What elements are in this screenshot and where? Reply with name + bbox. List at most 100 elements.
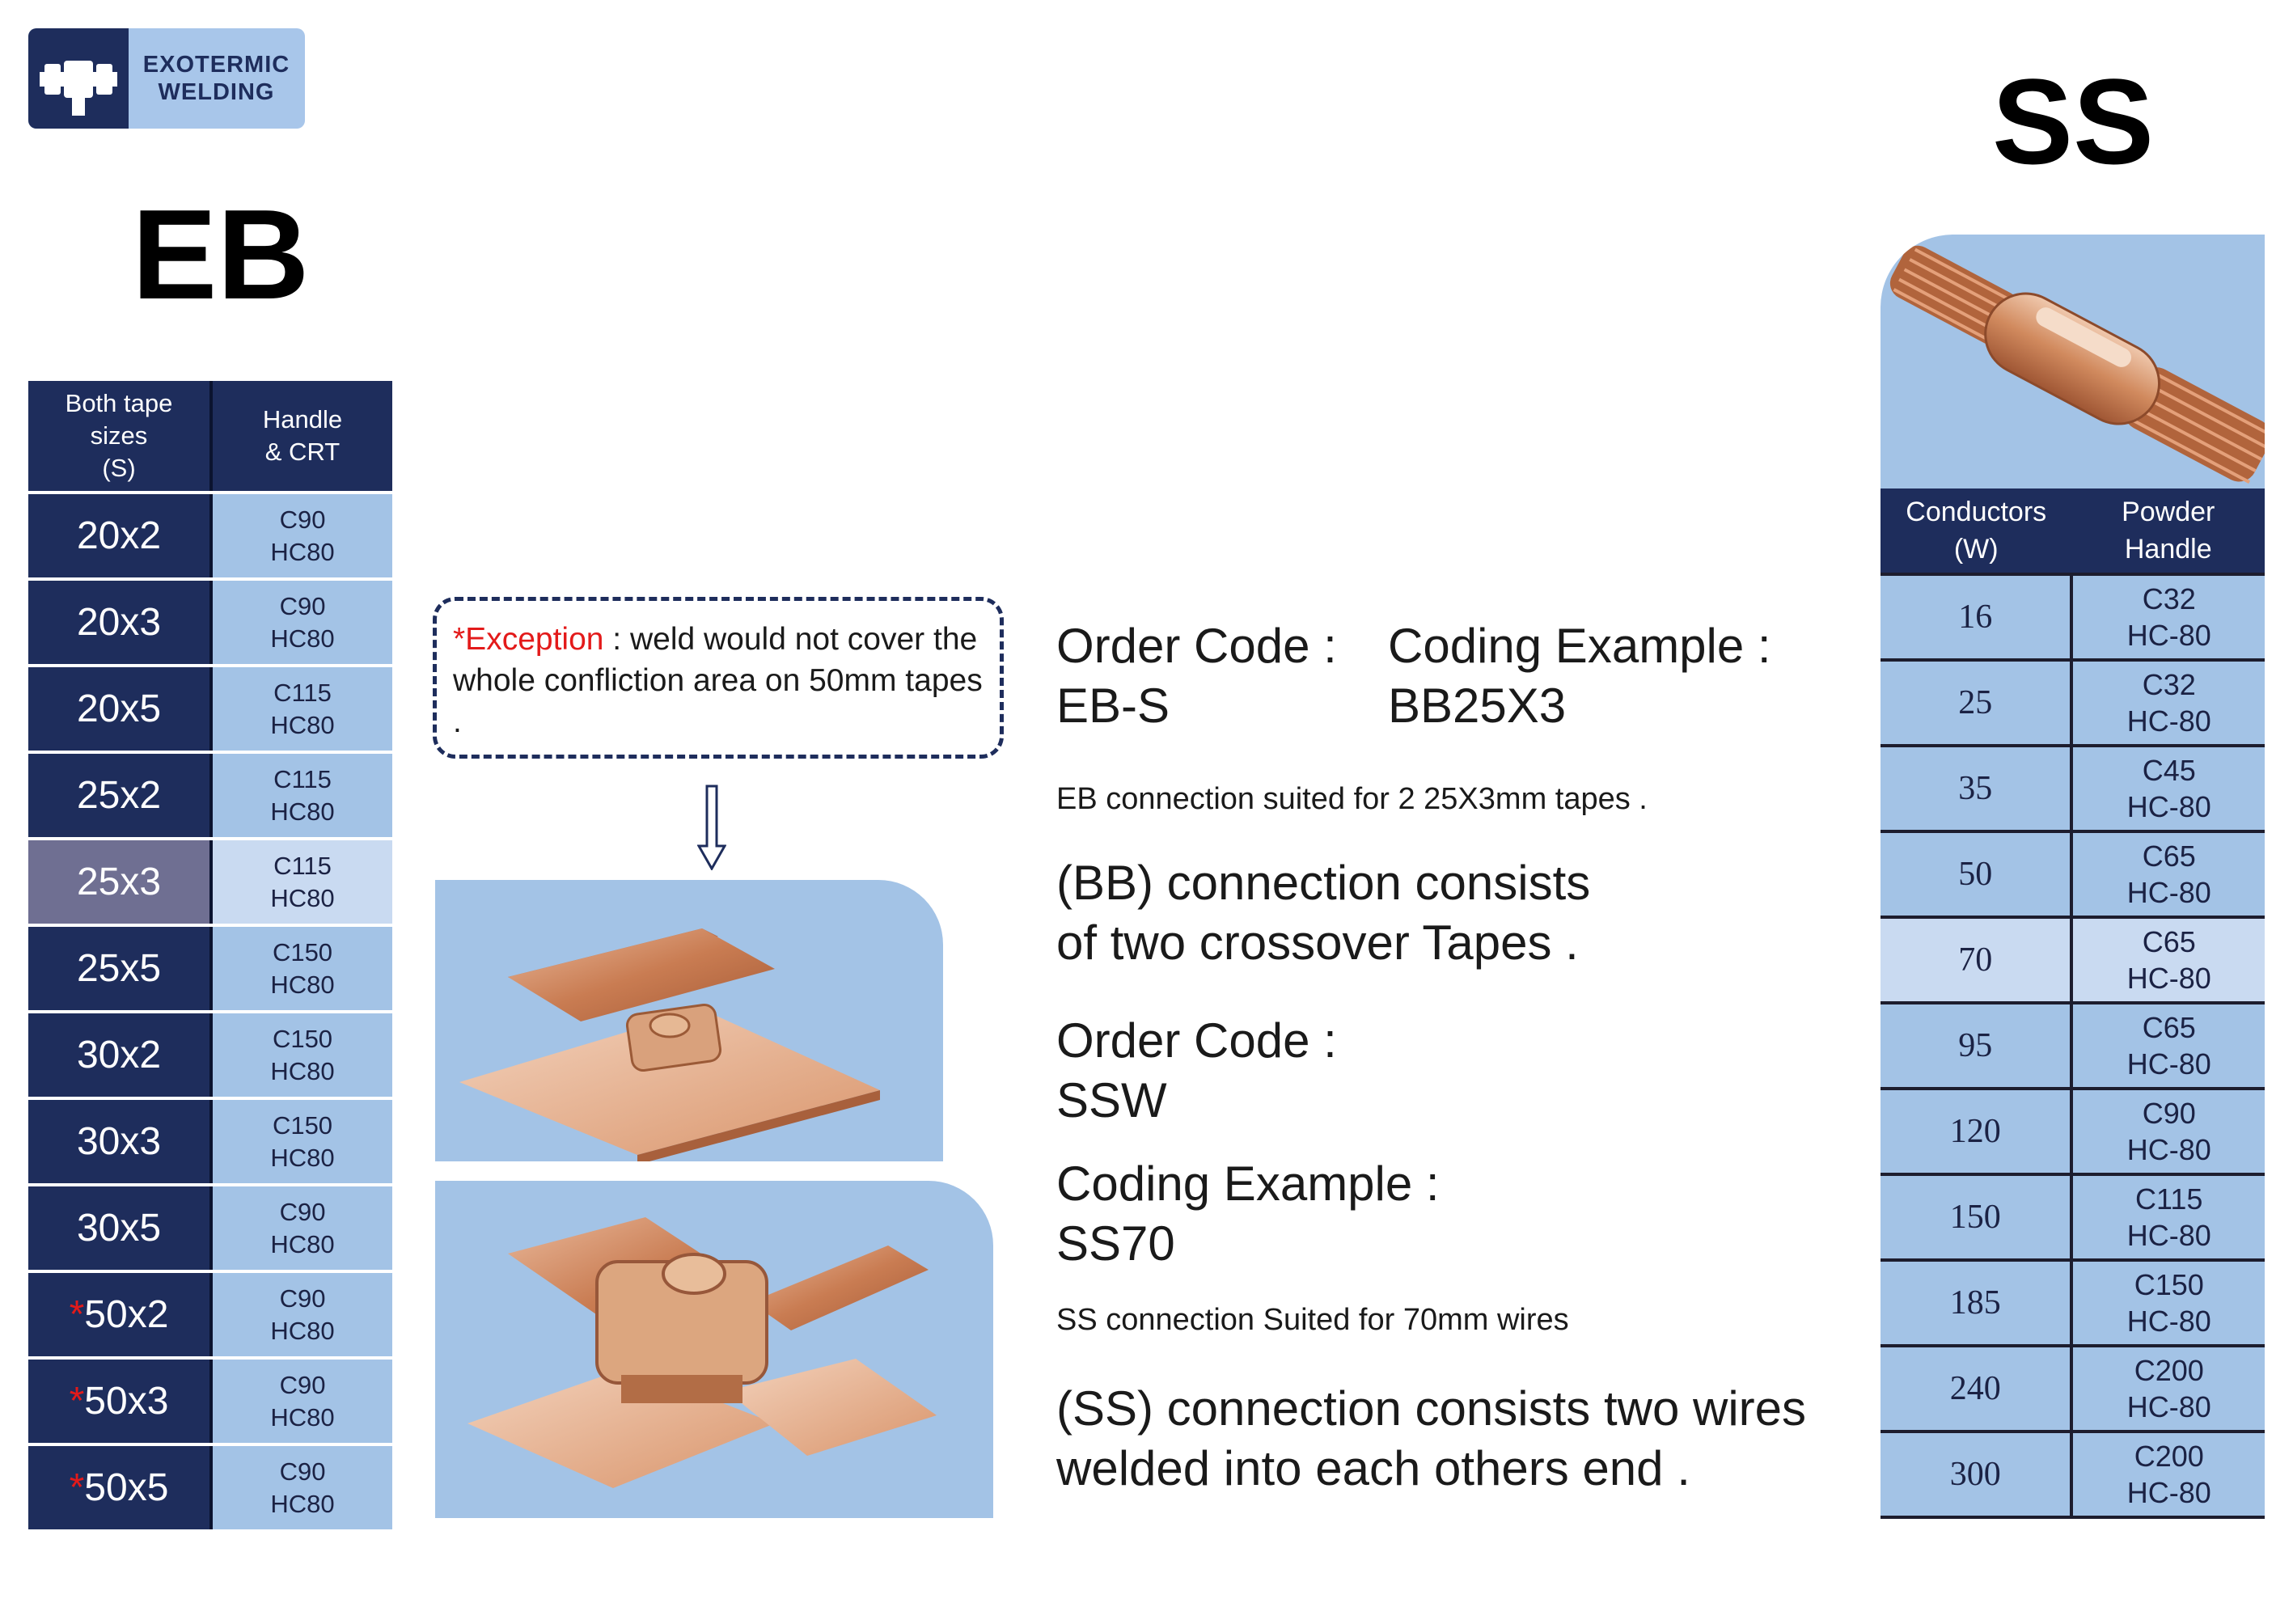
crt-code: C90 bbox=[279, 591, 326, 620]
eb-header-handle: Handle & CRT bbox=[211, 381, 392, 494]
crt-code: C90 bbox=[279, 1370, 326, 1399]
handle-code: HC-80 bbox=[2126, 1476, 2211, 1509]
crt-code: C150 bbox=[272, 937, 333, 966]
powder-code: C150 bbox=[2134, 1268, 2204, 1301]
powder-code: C65 bbox=[2142, 839, 2196, 873]
crossover-tapes-illustration bbox=[467, 1217, 937, 1488]
handle-code: HC-80 bbox=[2126, 790, 2211, 823]
conductor-size: 70 bbox=[1881, 917, 2074, 1004]
eb-note: EB connection suited for 2 25X3mm tapes … bbox=[1056, 782, 1648, 816]
conductor-size: 16 bbox=[1881, 574, 2074, 662]
tape-size-cell: 30x5 bbox=[28, 1185, 213, 1273]
ss-title: SS bbox=[1992, 53, 2155, 189]
tape-size: 30x5 bbox=[76, 1207, 162, 1250]
logo-line-1: EXOTERMIC bbox=[142, 52, 290, 78]
ss-table-header: Conductors (W) Powder Handle bbox=[1881, 488, 2265, 576]
ss-desc-2: welded into each others end . bbox=[1056, 1441, 1690, 1495]
tape-size-cell: 30x2 bbox=[28, 1012, 213, 1100]
bb-desc-1: (BB) connection consists bbox=[1056, 856, 1591, 910]
handle-code: HC-80 bbox=[2126, 619, 2211, 652]
tape-size-cell: 25x3 bbox=[28, 839, 213, 927]
handle-code: HC80 bbox=[270, 624, 335, 653]
exception-star-icon: * bbox=[69, 1293, 85, 1336]
eb-example-label: Coding Example : bbox=[1388, 619, 1771, 673]
tape-size-cell: 20x3 bbox=[28, 579, 213, 667]
tape-size-cell: 30x3 bbox=[28, 1098, 213, 1186]
eb-example-value: BB25X3 bbox=[1388, 679, 1567, 733]
handle-code: HC80 bbox=[270, 1489, 335, 1518]
tape-size: 50x2 bbox=[84, 1293, 169, 1336]
exception-star-icon: * bbox=[69, 1380, 85, 1423]
eb-title: EB bbox=[132, 184, 310, 326]
exothermic-mold-icon bbox=[28, 28, 129, 129]
handle-code: HC-80 bbox=[2126, 1047, 2211, 1081]
handle-code: HC80 bbox=[270, 883, 335, 912]
ss-example-label: Coding Example : bbox=[1056, 1157, 1440, 1211]
handle-code: HC80 bbox=[270, 1316, 335, 1345]
crt-code: C90 bbox=[279, 1457, 326, 1486]
conductor-size: 185 bbox=[1881, 1260, 2074, 1347]
handle-code: HC-80 bbox=[2126, 876, 2211, 909]
eb-table-header: Both tape sizes (S) Handle & CRT bbox=[28, 381, 392, 494]
ss-example-value: SS70 bbox=[1056, 1216, 1175, 1271]
ss-desc-1: (SS) connection consists two wires bbox=[1056, 1381, 1807, 1436]
powder-code: C200 bbox=[2134, 1440, 2204, 1473]
ss-order-value: SSW bbox=[1056, 1073, 1167, 1127]
crt-code: C115 bbox=[273, 678, 332, 707]
crossed-tapes-illustration bbox=[459, 928, 880, 1161]
exception-text: : weld would not cover the whole conflic… bbox=[453, 622, 983, 739]
exception-callout: *Exception : weld would not cover the wh… bbox=[433, 597, 1004, 759]
eb-order-value: EB-S bbox=[1056, 679, 1170, 733]
tape-size-cell: 25x2 bbox=[28, 752, 213, 840]
tape-size: 25x5 bbox=[76, 947, 162, 990]
tape-size: 50x3 bbox=[84, 1380, 169, 1423]
ss-connection-image bbox=[1881, 235, 2265, 490]
powder-code: C65 bbox=[2142, 1011, 2196, 1044]
conductor-size: 25 bbox=[1881, 660, 2074, 747]
tape-size-cell: *50x5 bbox=[28, 1444, 213, 1533]
ss-header-conductors: Conductors (W) bbox=[1881, 488, 2072, 576]
powder-code: C32 bbox=[2142, 582, 2196, 615]
crt-code: C90 bbox=[279, 505, 326, 534]
handle-code: HC80 bbox=[270, 1402, 335, 1432]
powder-code: C115 bbox=[2135, 1182, 2203, 1216]
handle-code: HC80 bbox=[270, 537, 335, 566]
tape-size-cell: 25x5 bbox=[28, 925, 213, 1013]
powder-code: C90 bbox=[2142, 1097, 2196, 1130]
eb-header-sizes: Both tape sizes (S) bbox=[28, 381, 213, 494]
handle-code: HC-80 bbox=[2126, 1390, 2211, 1423]
conductor-size: 300 bbox=[1881, 1432, 2074, 1519]
ss-note: SS connection Suited for 70mm wires bbox=[1056, 1303, 1569, 1337]
powder-code: C200 bbox=[2134, 1354, 2204, 1387]
